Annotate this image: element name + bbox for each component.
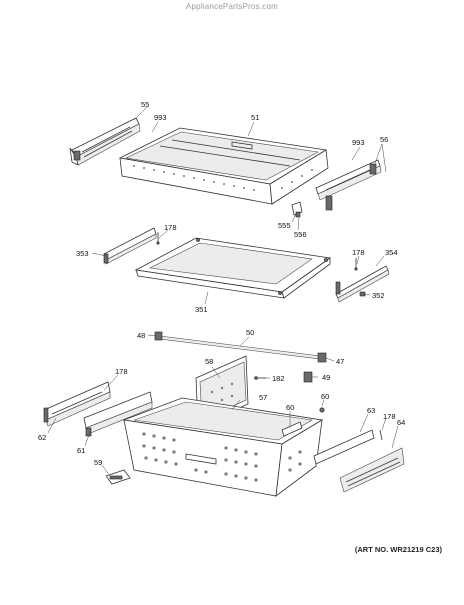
callout-55-top: 55 <box>141 100 149 109</box>
callout-555: 555 <box>278 221 291 230</box>
crisper-perforations <box>142 432 302 482</box>
callout-993-right: 993 <box>352 138 365 147</box>
callout-59: 59 <box>94 458 102 467</box>
callout-63: 63 <box>367 406 375 415</box>
callout-351: 351 <box>195 305 208 314</box>
bracket-555-556 <box>291 201 303 218</box>
right-slide-rail-56 <box>315 159 382 211</box>
callout-labels: 55 993 51 993 56 555 556 178 353 178 354… <box>38 100 405 467</box>
callout-62: 62 <box>38 433 46 442</box>
callout-354: 354 <box>385 248 398 257</box>
bracket-59 <box>105 469 131 485</box>
callout-178-lower-left: 178 <box>115 367 128 376</box>
frame-351 <box>134 237 332 299</box>
crisper-drawer-57 <box>122 397 324 497</box>
callout-60-left: 60 <box>286 403 294 412</box>
clip-352 <box>359 291 366 297</box>
clip-49 <box>303 371 313 383</box>
callout-61: 61 <box>77 446 85 455</box>
left-slide-61 <box>83 391 153 437</box>
site-watermark: AppliancePartsPros.com <box>186 2 278 11</box>
rod-50 <box>154 331 327 363</box>
callout-58: 58 <box>205 357 213 366</box>
callout-48: 48 <box>137 331 145 340</box>
right-rail-354 <box>335 265 390 303</box>
callout-352: 352 <box>372 291 385 300</box>
right-slide-63-64 <box>313 429 405 493</box>
callout-50: 50 <box>246 328 254 337</box>
callout-178-lower-right: 178 <box>383 412 396 421</box>
callout-57: 57 <box>259 393 267 402</box>
callout-60-right: 60 <box>321 392 329 401</box>
callout-993-left: 993 <box>154 113 167 122</box>
drawer-51 <box>118 127 329 205</box>
left-rail-353 <box>103 227 157 265</box>
callout-49: 49 <box>322 373 330 382</box>
callout-178-mid-left: 178 <box>164 223 177 232</box>
callout-178-mid-right: 178 <box>352 248 365 257</box>
drawer-51-perforations <box>133 165 313 191</box>
callout-64: 64 <box>397 418 405 427</box>
leader-lines <box>47 106 399 477</box>
callout-51: 51 <box>251 113 259 122</box>
left-slide-62 <box>43 381 111 427</box>
screw-178-mid <box>156 232 358 271</box>
art-number: (ART NO. WR21219 C23) <box>354 545 442 554</box>
stop-60 <box>281 407 325 437</box>
left-slide-rail-55 <box>69 117 141 166</box>
callout-182: 182 <box>272 374 285 383</box>
callout-47: 47 <box>336 357 344 366</box>
callout-56: 56 <box>380 135 388 144</box>
callout-556: 556 <box>294 230 307 239</box>
callout-353: 353 <box>76 249 89 258</box>
